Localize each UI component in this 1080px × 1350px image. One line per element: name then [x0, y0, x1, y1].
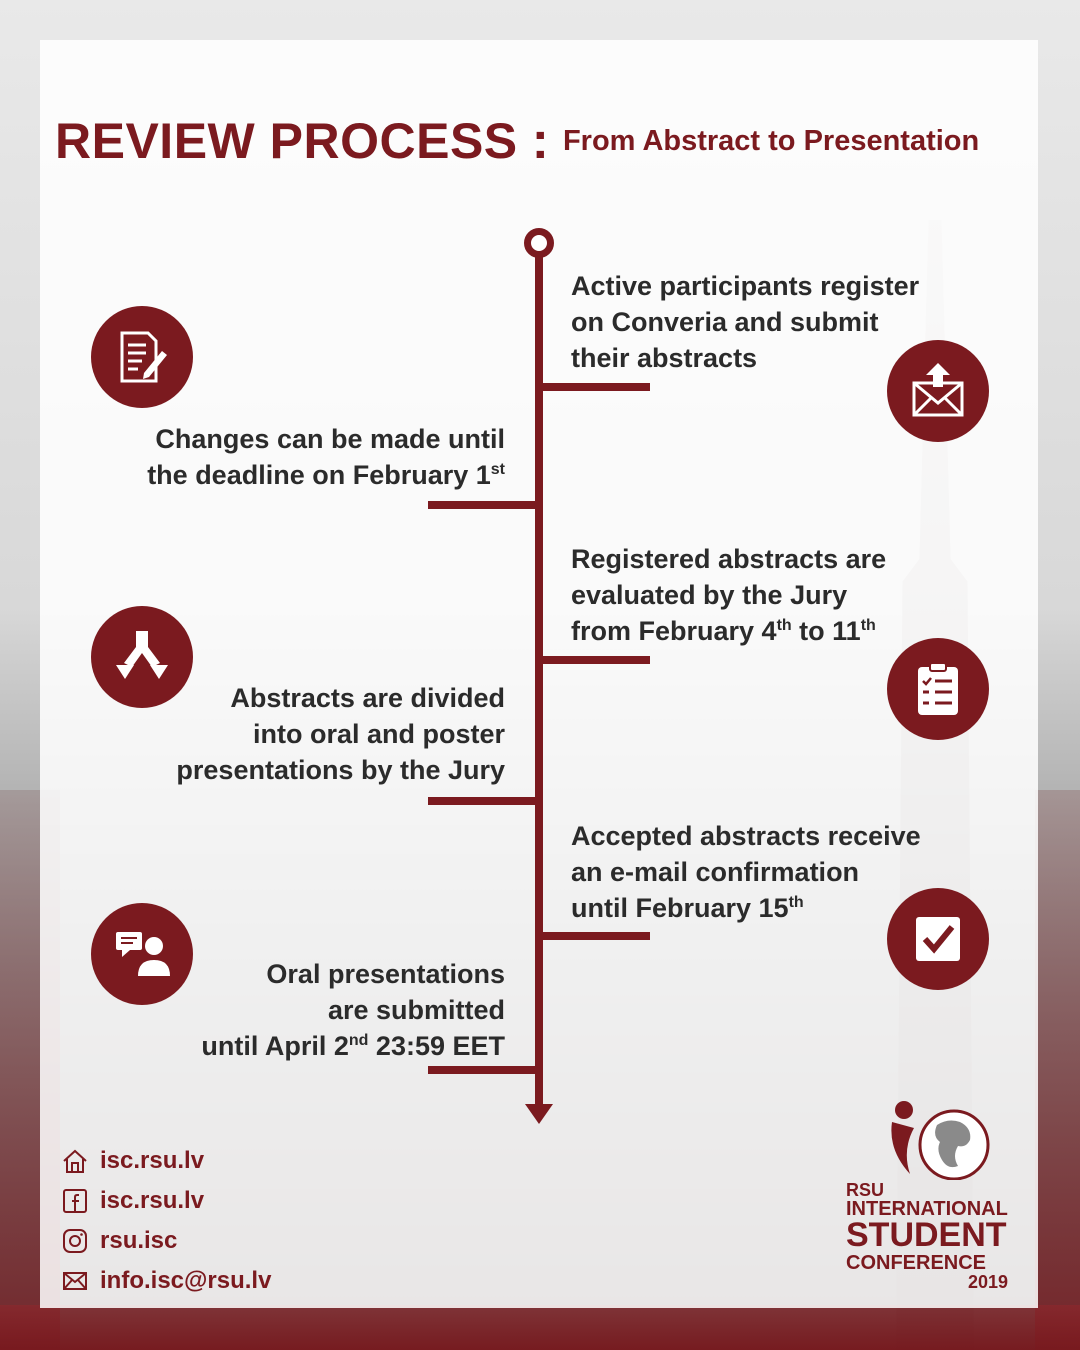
mail-icon: [63, 1272, 87, 1290]
contact-facebook-text: isc.rsu.lv: [100, 1187, 205, 1214]
step-3-line-2: evaluated by the Jury: [571, 580, 848, 610]
step-4-badge: [91, 606, 193, 708]
step-5-line-1: Accepted abstracts receive: [571, 821, 921, 851]
step-5-text: Accepted abstracts receive an e-mail con…: [571, 818, 991, 926]
timeline-tick-4: [428, 797, 535, 805]
step-5-line-2: an e-mail confirmation: [571, 857, 860, 887]
step-3-line-3-sup2: th: [860, 617, 876, 634]
home-icon: [63, 1149, 87, 1173]
step-1-line-1: Active participants register: [571, 271, 920, 301]
timeline-axis: [535, 256, 543, 1112]
contact-email[interactable]: info.isc@rsu.lv: [62, 1265, 271, 1297]
document-edit-icon: [120, 331, 167, 383]
timeline-tick-5: [543, 932, 650, 940]
contact-facebook[interactable]: isc.rsu.lv: [62, 1185, 204, 1217]
step-6-line-3-a: until April 2: [201, 1031, 349, 1061]
step-1-text: Active participants register on Converia…: [571, 268, 991, 376]
step-5-badge: [887, 888, 989, 990]
contact-instagram-text: rsu.isc: [100, 1227, 178, 1254]
facebook-icon: [63, 1189, 87, 1213]
title-subtitle: From Abstract to Presentation: [562, 124, 980, 157]
logo-line-student: STUDENT: [846, 1216, 1007, 1254]
contact-email-text: info.isc@rsu.lv: [100, 1267, 272, 1294]
step-3-line-3-b: to 11: [791, 616, 861, 646]
step-4-line-1: Abstracts are divided: [230, 683, 505, 713]
contact-website-text: isc.rsu.lv: [100, 1147, 205, 1174]
split-arrows-icon: [116, 631, 168, 679]
instagram-icon: [63, 1229, 87, 1253]
checkbox-icon: [916, 917, 960, 961]
logo-line-conference: CONFERENCE: [846, 1252, 987, 1274]
page-title: REVIEW PROCESS : From Abstract to Presen…: [55, 108, 979, 174]
city-right-strip: [1035, 790, 1080, 1350]
timeline-start-circle: [524, 228, 554, 258]
step-4-line-2: into oral and poster: [252, 719, 505, 749]
step-6-line-1: Oral presentations: [266, 959, 505, 989]
step-6-line-3: until April 2nd 23:59 EET: [65, 1028, 505, 1064]
step-6-line-3-b: 23:59 EET: [368, 1031, 505, 1061]
step-5-line-3: until February 15th: [571, 890, 991, 926]
title-separator: :: [531, 112, 549, 170]
contact-instagram[interactable]: rsu.isc: [62, 1225, 177, 1257]
step-2-badge: [91, 306, 193, 408]
step-1-line-3: their abstracts: [571, 343, 758, 373]
step-6-badge: [91, 903, 193, 1005]
globe-figure-icon: [891, 1101, 990, 1180]
timeline-tick-1: [543, 383, 650, 391]
contact-website[interactable]: isc.rsu.lv: [62, 1145, 204, 1177]
clipboard-checklist-icon: [918, 662, 958, 715]
step-3-badge: [887, 638, 989, 740]
step-3-line-1: Registered abstracts are: [571, 544, 887, 574]
step-1-badge: [887, 340, 989, 442]
logo-line-year: 2019: [968, 1272, 1009, 1292]
title-main: REVIEW PROCESS: [55, 113, 518, 169]
step-2-line-1: Changes can be made until: [155, 424, 505, 454]
step-6-text: Oral presentations are submitted until A…: [65, 956, 505, 1064]
email-upload-icon: [912, 363, 964, 417]
step-6-line-2: are submitted: [327, 995, 505, 1025]
conference-logo: RSU INTERNATIONAL STUDENT CONFERENCE 201…: [846, 1100, 1026, 1295]
step-4-line-3: presentations by the Jury: [176, 755, 505, 785]
step-5-line-3-main: until February 15: [571, 893, 789, 923]
step-2-line-2-main: the deadline on February 1: [147, 460, 491, 490]
step-2-line-2: the deadline on February 1st: [65, 457, 505, 493]
step-2-text: Changes can be made until the deadline o…: [65, 421, 505, 493]
step-3-text: Registered abstracts are evaluated by th…: [571, 541, 991, 649]
logo-line-international: INTERNATIONAL: [846, 1198, 1008, 1220]
step-3-line-3-a: from February 4: [571, 616, 777, 646]
timeline-tick-3: [543, 656, 650, 664]
step-2-line-2-sup: st: [490, 461, 505, 478]
timeline-tick-6: [428, 1066, 535, 1074]
timeline-tick-2: [428, 501, 535, 509]
step-3-line-3-sup1: th: [776, 617, 792, 634]
logo-line-rsu: RSU: [846, 1180, 885, 1200]
step-3-line-3: from February 4th to 11th: [571, 613, 991, 649]
timeline-end-arrow: [525, 1104, 553, 1124]
step-1-line-2: on Converia and submit: [571, 307, 879, 337]
step-5-line-3-sup: th: [788, 894, 804, 911]
step-6-line-3-sup: nd: [348, 1032, 369, 1049]
step-4-text: Abstracts are divided into oral and post…: [65, 680, 505, 788]
city-bottom-strip: [0, 1305, 1080, 1350]
speaker-chat-icon: [116, 932, 170, 976]
